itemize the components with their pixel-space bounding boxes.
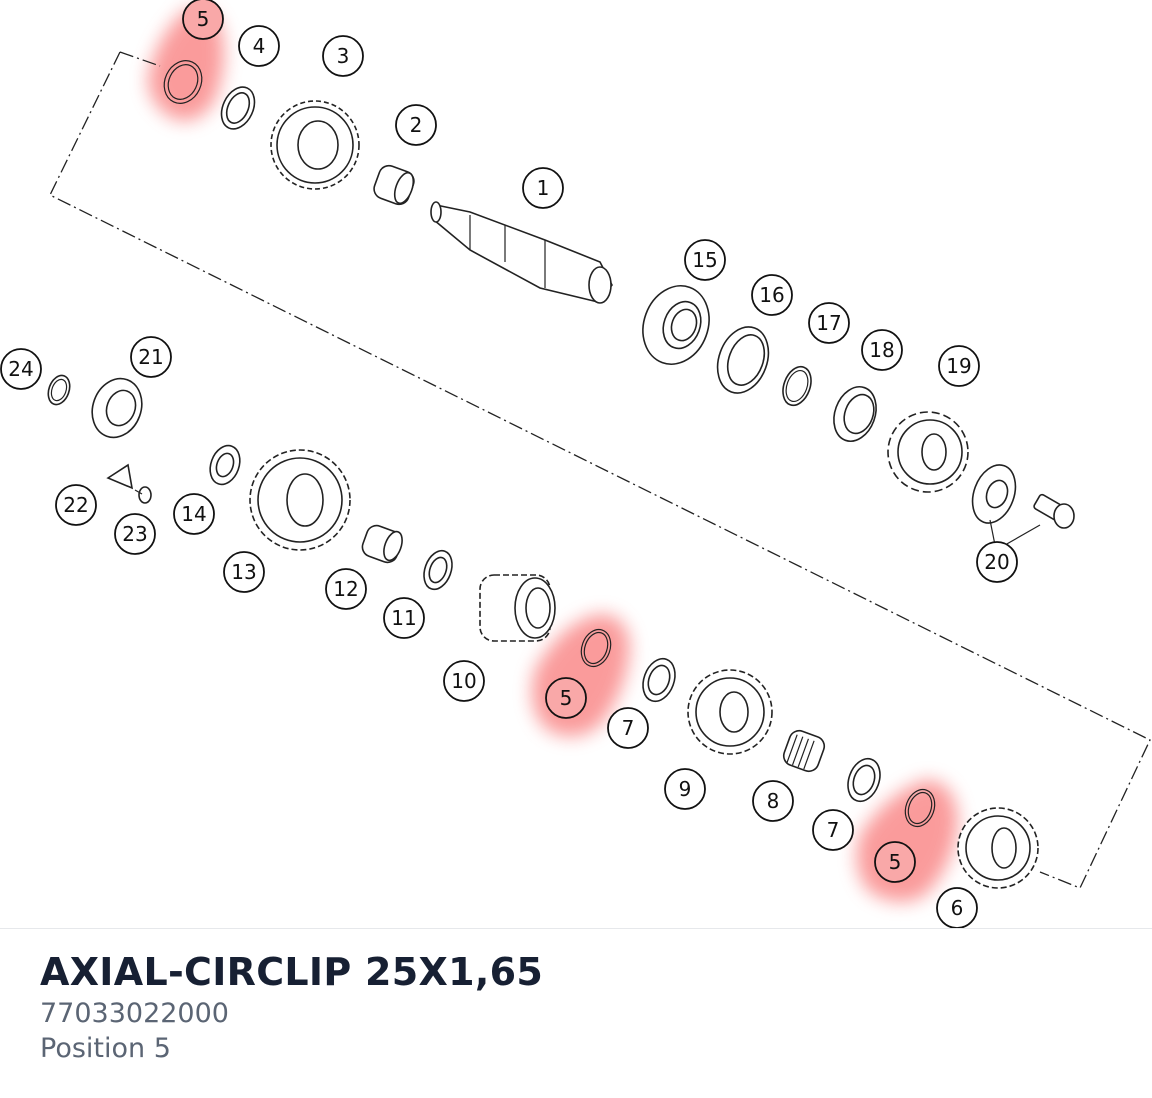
circlip-24	[47, 374, 71, 406]
svg-text:12: 12	[333, 577, 358, 601]
gear-10	[479, 574, 556, 642]
svg-text:10: 10	[451, 669, 476, 693]
svg-text:6: 6	[951, 896, 964, 920]
svg-text:5: 5	[889, 850, 902, 874]
svg-text:4: 4	[253, 34, 266, 58]
callout-12[interactable]: 12	[325, 568, 367, 610]
callout-15[interactable]: 15	[684, 239, 726, 281]
callout-10[interactable]: 10	[443, 660, 485, 702]
callout-16[interactable]: 16	[751, 274, 793, 316]
svg-text:19: 19	[946, 354, 971, 378]
svg-text:15: 15	[692, 248, 717, 272]
svg-text:7: 7	[622, 716, 635, 740]
washer-14	[209, 444, 241, 486]
callout-11[interactable]: 11	[383, 597, 425, 639]
callout-4[interactable]: 4	[238, 25, 280, 67]
callout-13[interactable]: 13	[223, 551, 265, 593]
callout-6[interactable]: 6	[936, 887, 978, 928]
callout-17[interactable]: 17	[808, 302, 850, 344]
svg-text:20: 20	[984, 550, 1009, 574]
bearing-21	[91, 377, 143, 439]
part-position: Position 5	[40, 1033, 171, 1064]
callout-8[interactable]: 8	[752, 780, 794, 822]
bushing-12	[361, 524, 403, 564]
gear-6	[957, 807, 1039, 889]
svg-text:14: 14	[181, 502, 206, 526]
exploded-parts-diagram: 1 2 3 4 5 5 5 6 7 7 8 9 10 11 12 13 14 1…	[0, 0, 1151, 928]
washer-7-upper	[642, 657, 676, 703]
callout-2[interactable]: 2	[395, 104, 437, 146]
circlip-5-bottom	[904, 788, 936, 828]
washer-11	[423, 549, 453, 591]
callout-14[interactable]: 14	[173, 493, 215, 535]
callout-5-middle[interactable]: 5	[545, 677, 587, 719]
callout-19[interactable]: 19	[938, 345, 980, 387]
main-shaft-1	[430, 201, 613, 304]
callout-9[interactable]: 9	[664, 768, 706, 810]
svg-text:17: 17	[816, 311, 841, 335]
needle-bearing-8	[782, 729, 826, 773]
bearing-15	[642, 285, 710, 365]
svg-text:7: 7	[827, 818, 840, 842]
callout-7-lower[interactable]: 7	[812, 809, 854, 851]
circlip-5-top	[163, 60, 203, 104]
callout-5-top[interactable]: 5	[182, 0, 224, 40]
washer-7-lower	[847, 757, 881, 803]
highlight-glows	[148, 8, 958, 902]
svg-text:13: 13	[231, 560, 256, 584]
section-divider	[0, 928, 1152, 929]
washer-and-bolt-20	[971, 464, 1075, 546]
svg-text:18: 18	[869, 338, 894, 362]
part-number: 77033022000	[40, 998, 229, 1029]
bushing-2	[373, 164, 415, 206]
svg-text:2: 2	[410, 113, 423, 137]
gear-9	[687, 669, 773, 755]
svg-text:5: 5	[560, 686, 573, 710]
o-ring-17	[782, 365, 812, 407]
callout-5-bottom[interactable]: 5	[874, 841, 916, 883]
callout-21[interactable]: 21	[130, 336, 172, 378]
screw-23	[134, 486, 152, 504]
gear-13	[249, 449, 351, 551]
callout-20[interactable]: 20	[976, 541, 1018, 583]
assembly-boundary-line	[49, 51, 1151, 889]
callout-23[interactable]: 23	[114, 513, 156, 555]
svg-text:1: 1	[537, 176, 550, 200]
svg-text:3: 3	[337, 44, 350, 68]
svg-text:11: 11	[391, 606, 416, 630]
svg-text:21: 21	[138, 345, 163, 369]
svg-text:23: 23	[122, 522, 147, 546]
callout-18[interactable]: 18	[861, 329, 903, 371]
washer-4	[220, 86, 256, 130]
callout-3[interactable]: 3	[322, 35, 364, 77]
svg-text:16: 16	[759, 283, 784, 307]
callout-7-upper[interactable]: 7	[607, 707, 649, 749]
seal-16	[716, 326, 770, 394]
sprocket-19	[887, 411, 969, 493]
callout-22[interactable]: 22	[55, 484, 97, 526]
circlip-5-middle	[580, 628, 612, 668]
part-title: AXIAL-CIRCLIP 25X1,65	[40, 950, 544, 994]
svg-text:8: 8	[767, 789, 780, 813]
svg-text:5: 5	[197, 7, 210, 31]
lock-plate-22	[106, 463, 134, 490]
svg-text:24: 24	[8, 357, 33, 381]
spacer-18	[833, 386, 877, 442]
callout-1[interactable]: 1	[522, 167, 564, 209]
part-info-panel: AXIAL-CIRCLIP 25X1,65 77033022000 Positi…	[40, 948, 543, 1066]
svg-text:22: 22	[63, 493, 88, 517]
svg-text:9: 9	[679, 777, 692, 801]
gear-3	[270, 100, 360, 190]
callout-24[interactable]: 24	[0, 348, 42, 390]
highlight-glow-bottom	[856, 780, 958, 902]
